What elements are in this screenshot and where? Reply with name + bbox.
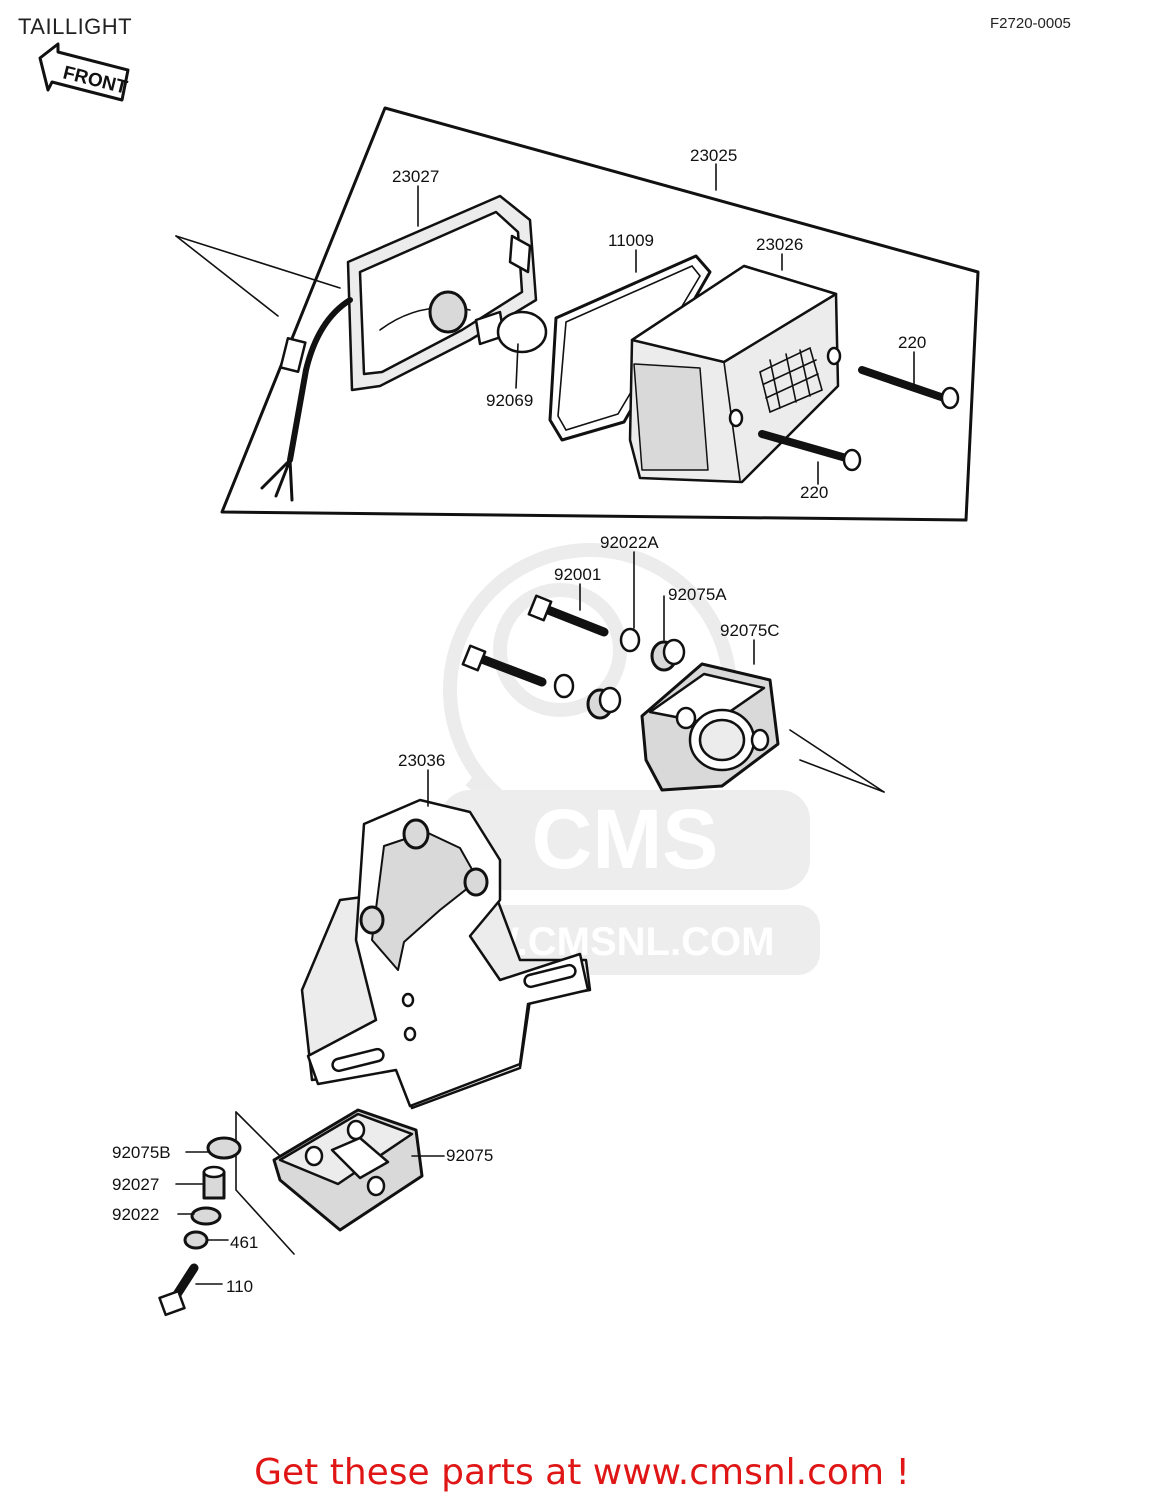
part-label-92075a: 92075A	[668, 585, 727, 604]
watermark-brand: CMS	[532, 792, 719, 886]
part-label-92069: 92069	[486, 391, 533, 410]
damper-92075c	[640, 662, 780, 792]
part-label-92001: 92001	[554, 565, 601, 584]
part-label-461: 461	[230, 1233, 258, 1252]
pointer-arrows	[175, 235, 885, 1255]
collar-92075a-upper	[650, 638, 686, 672]
part-label-220-upper: 220	[898, 333, 926, 352]
part-label-92022a: 92022A	[600, 533, 659, 552]
watermark-badge	[440, 790, 810, 890]
housing-base-23027	[346, 194, 538, 392]
part-label-23025: 23025	[690, 146, 737, 165]
shop-link[interactable]: Get these parts at www.cmsnl.com !	[254, 1452, 910, 1493]
sleeve-92027	[202, 1165, 226, 1200]
part-label-23036: 23036	[398, 751, 445, 770]
part-label-92075: 92075	[446, 1146, 493, 1165]
screw-220-lower	[758, 430, 862, 472]
bolt-92001-lower	[461, 644, 547, 687]
damper-92075	[272, 1108, 424, 1232]
part-label-92075b: 92075B	[112, 1143, 171, 1162]
part-label-110: 110	[226, 1277, 253, 1296]
part-label-92027: 92027	[112, 1175, 159, 1194]
lens-23026	[628, 264, 842, 484]
gasket-11009	[548, 254, 712, 442]
diagram-code: F2720-0005	[990, 15, 1071, 32]
washer-92022a-lower	[553, 673, 575, 699]
wire-harness	[260, 297, 353, 502]
bulb-92069	[474, 310, 548, 354]
part-label-92022: 92022	[112, 1205, 159, 1224]
page-title: TAILLIGHT	[18, 14, 133, 39]
washer-92022	[190, 1206, 222, 1226]
bolt-92001-upper	[527, 594, 609, 637]
part-label-23026: 23026	[756, 235, 803, 254]
collar-92075b	[206, 1136, 242, 1160]
front-arrow-icon: FRONT	[38, 42, 130, 102]
part-label-11009: 11009	[608, 231, 654, 250]
washer-92022a-upper	[619, 627, 641, 653]
part-label-23027: 23027	[392, 167, 439, 186]
part-labels: 23025 23027 11009 23026 220 220 92069 92…	[112, 146, 926, 1296]
part-label-220-lower: 220	[800, 483, 828, 502]
leader-lines	[175, 163, 915, 1285]
bracket-23036	[300, 798, 592, 1110]
bolt-110	[158, 1263, 199, 1317]
part-label-92075c: 92075C	[720, 621, 780, 640]
nut-461	[183, 1230, 209, 1250]
assembly-outline	[220, 106, 980, 522]
screw-220-upper	[858, 366, 960, 410]
collar-92075a-lower	[586, 686, 622, 720]
